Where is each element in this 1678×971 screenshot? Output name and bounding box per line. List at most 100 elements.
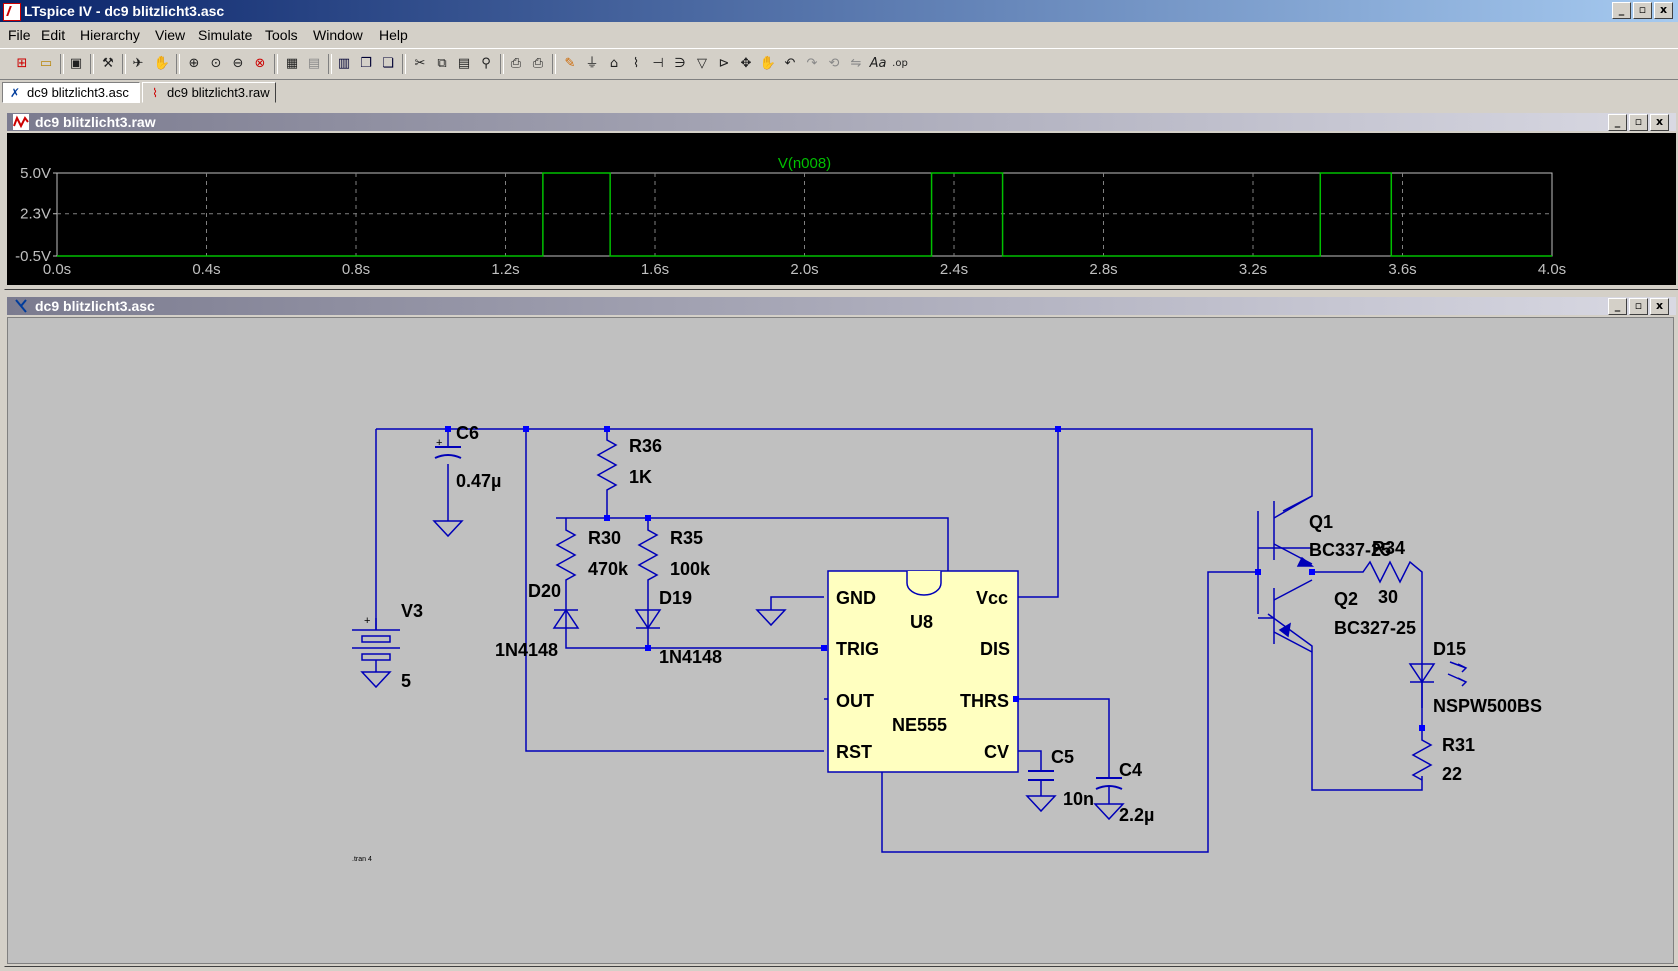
r31-value: 22	[1442, 764, 1462, 784]
grid-icon[interactable]: ▤	[307, 56, 321, 71]
minimize-button[interactable]: _	[1608, 298, 1627, 315]
d15-ref: D15	[1433, 639, 1466, 659]
tile-vertical-icon[interactable]: ❏	[382, 56, 394, 71]
zoom-in-icon[interactable]: ⊕	[188, 56, 200, 71]
schematic-drawing[interactable]: C6 0.47µ R36 1K R30 470k R35 100k D20 1N…	[8, 318, 1673, 963]
text-icon[interactable]: Aa	[869, 56, 887, 71]
ground-icon[interactable]: ⏚	[585, 56, 599, 71]
v3-plus-sign: +	[364, 615, 370, 627]
draw-wire-icon[interactable]: ✎	[564, 56, 576, 71]
find-icon[interactable]: ⚲	[481, 56, 491, 71]
undo-icon[interactable]: ↶	[784, 56, 796, 71]
menu-tools[interactable]: Tools	[265, 27, 298, 43]
pin-trig: TRIG	[836, 639, 879, 659]
drag-icon[interactable]: ✋	[759, 56, 777, 71]
menu-simulate[interactable]: Simulate	[198, 27, 253, 43]
menu-hierarchy[interactable]: Hierarchy	[80, 27, 140, 43]
menu-window[interactable]: Window	[313, 27, 363, 43]
redo-icon[interactable]: ↷	[806, 56, 818, 71]
pan-icon[interactable]: ⊙	[210, 56, 222, 71]
cascade-icon[interactable]: ❐	[360, 56, 372, 71]
y-tick-label: 2.3V	[20, 206, 51, 223]
save-icon[interactable]: ▣	[69, 56, 83, 71]
maximize-button[interactable]: ▫	[1629, 114, 1648, 131]
maximize-button[interactable]: ▫	[1633, 2, 1652, 19]
u8-ref: U8	[910, 612, 933, 632]
close-button[interactable]: x	[1650, 114, 1669, 131]
component-icon[interactable]: ⊳	[718, 56, 730, 71]
trace-title: V(n008)	[778, 155, 831, 172]
r31-ref: R31	[1442, 735, 1475, 755]
move-icon[interactable]: ✥	[740, 56, 752, 71]
resistor-icon[interactable]: ⌇	[632, 56, 640, 71]
menu-file[interactable]: File	[8, 27, 31, 43]
c4-value: 2.2µ	[1119, 805, 1154, 825]
toolbar-separator	[90, 54, 94, 74]
r35-ref: R35	[670, 528, 703, 548]
waveform-window-titlebar[interactable]: dc9 blitzlicht3.raw _ ▫ x	[7, 113, 1676, 131]
battery-v3-symbol[interactable]	[352, 618, 400, 672]
q2-value: BC327-25	[1334, 618, 1416, 638]
zoom-out-icon[interactable]: ⊖	[232, 56, 244, 71]
label-net-icon[interactable]: ⌂	[609, 56, 619, 71]
app-titlebar[interactable]: LTspice IV - dc9 blitzlicht3.asc _ ▫ x	[0, 0, 1678, 22]
tab-schematic[interactable]: ✗ dc9 blitzlicht3.asc	[2, 82, 140, 103]
spice-directive-icon[interactable]: .op	[892, 58, 908, 69]
pin-dis: DIS	[980, 639, 1010, 659]
wires	[375, 428, 1433, 853]
toolbar-separator	[176, 54, 180, 74]
d19-ref: D19	[659, 588, 692, 608]
toolbar-separator	[122, 54, 126, 74]
autorange-icon[interactable]: ▦	[285, 56, 299, 71]
print-preview-icon[interactable]: ⎙	[510, 56, 522, 71]
schematic-window-titlebar[interactable]: dc9 blitzlicht3.asc _ ▫ x	[7, 297, 1676, 315]
halt-icon[interactable]: ✋	[153, 56, 171, 71]
close-button[interactable]: x	[1654, 2, 1673, 19]
cut-icon[interactable]: ✂	[414, 56, 426, 71]
schematic-canvas[interactable]: C6 0.47µ R36 1K R30 470k R35 100k D20 1N…	[7, 317, 1674, 964]
minimize-button[interactable]: _	[1608, 114, 1627, 131]
menu-view[interactable]: View	[155, 27, 186, 43]
u8-value: NE555	[892, 715, 947, 735]
new-schematic-icon[interactable]: ⊞	[16, 56, 28, 71]
c5-value: 10n	[1063, 789, 1094, 809]
y-tick-label: -0.5V	[15, 248, 51, 265]
run-icon[interactable]: ✈	[132, 56, 144, 71]
x-tick-label: 1.6s	[641, 261, 669, 278]
tile-horizontal-icon[interactable]: ▥	[337, 56, 351, 71]
toolbar-separator	[552, 54, 556, 74]
pin-rst: RST	[836, 742, 872, 762]
schematic-labels: C6 0.47µ R36 1K R30 470k R35 100k D20 1N…	[401, 423, 1542, 825]
c6-ref: C6	[456, 423, 479, 443]
pin-cv: CV	[984, 742, 1009, 762]
pin-vcc: Vcc	[976, 588, 1008, 608]
capacitor-icon[interactable]: ⊣	[652, 56, 664, 71]
paste-icon[interactable]: ▤	[457, 56, 471, 71]
close-button[interactable]: x	[1650, 298, 1669, 315]
rotate-icon[interactable]: ⟲	[828, 56, 840, 71]
mirror-icon[interactable]: ⇋	[850, 56, 862, 71]
spice-directive[interactable]: .tran 4	[352, 856, 372, 863]
ne555-ic-body[interactable]	[827, 570, 1019, 773]
y-tick-label: 5.0V	[20, 165, 51, 182]
copy-icon[interactable]: ⧉	[437, 56, 447, 71]
menu-help[interactable]: Help	[379, 27, 408, 43]
tab-label: dc9 blitzlicht3.asc	[27, 85, 129, 100]
diode-icon[interactable]: ▽	[697, 56, 707, 71]
print-icon[interactable]: ⎙	[532, 56, 544, 71]
toolbar: ⊞ ▭ ▣ ⚒ ✈ ✋ ⊕ ⊙ ⊖ ⊗ ▦ ▤ ▥ ❐ ❏ ✂ ⧉ ▤ ⚲ ⎙ …	[0, 48, 1678, 80]
tab-waveform[interactable]: ⌇ dc9 blitzlicht3.raw	[142, 82, 276, 103]
control-panel-icon[interactable]: ⚒	[102, 56, 114, 71]
open-folder-icon[interactable]: ▭	[39, 56, 53, 71]
schematic-window[interactable]: dc9 blitzlicht3.asc _ ▫ x	[4, 294, 1678, 967]
maximize-button[interactable]: ▫	[1629, 298, 1648, 315]
menu-edit[interactable]: Edit	[41, 27, 66, 43]
v3-ref: V3	[401, 601, 423, 621]
minimize-button[interactable]: _	[1612, 2, 1631, 19]
zoom-fit-icon[interactable]: ⊗	[254, 56, 266, 71]
inductor-icon[interactable]: ∋	[674, 56, 686, 71]
waveform-icon	[13, 114, 29, 130]
